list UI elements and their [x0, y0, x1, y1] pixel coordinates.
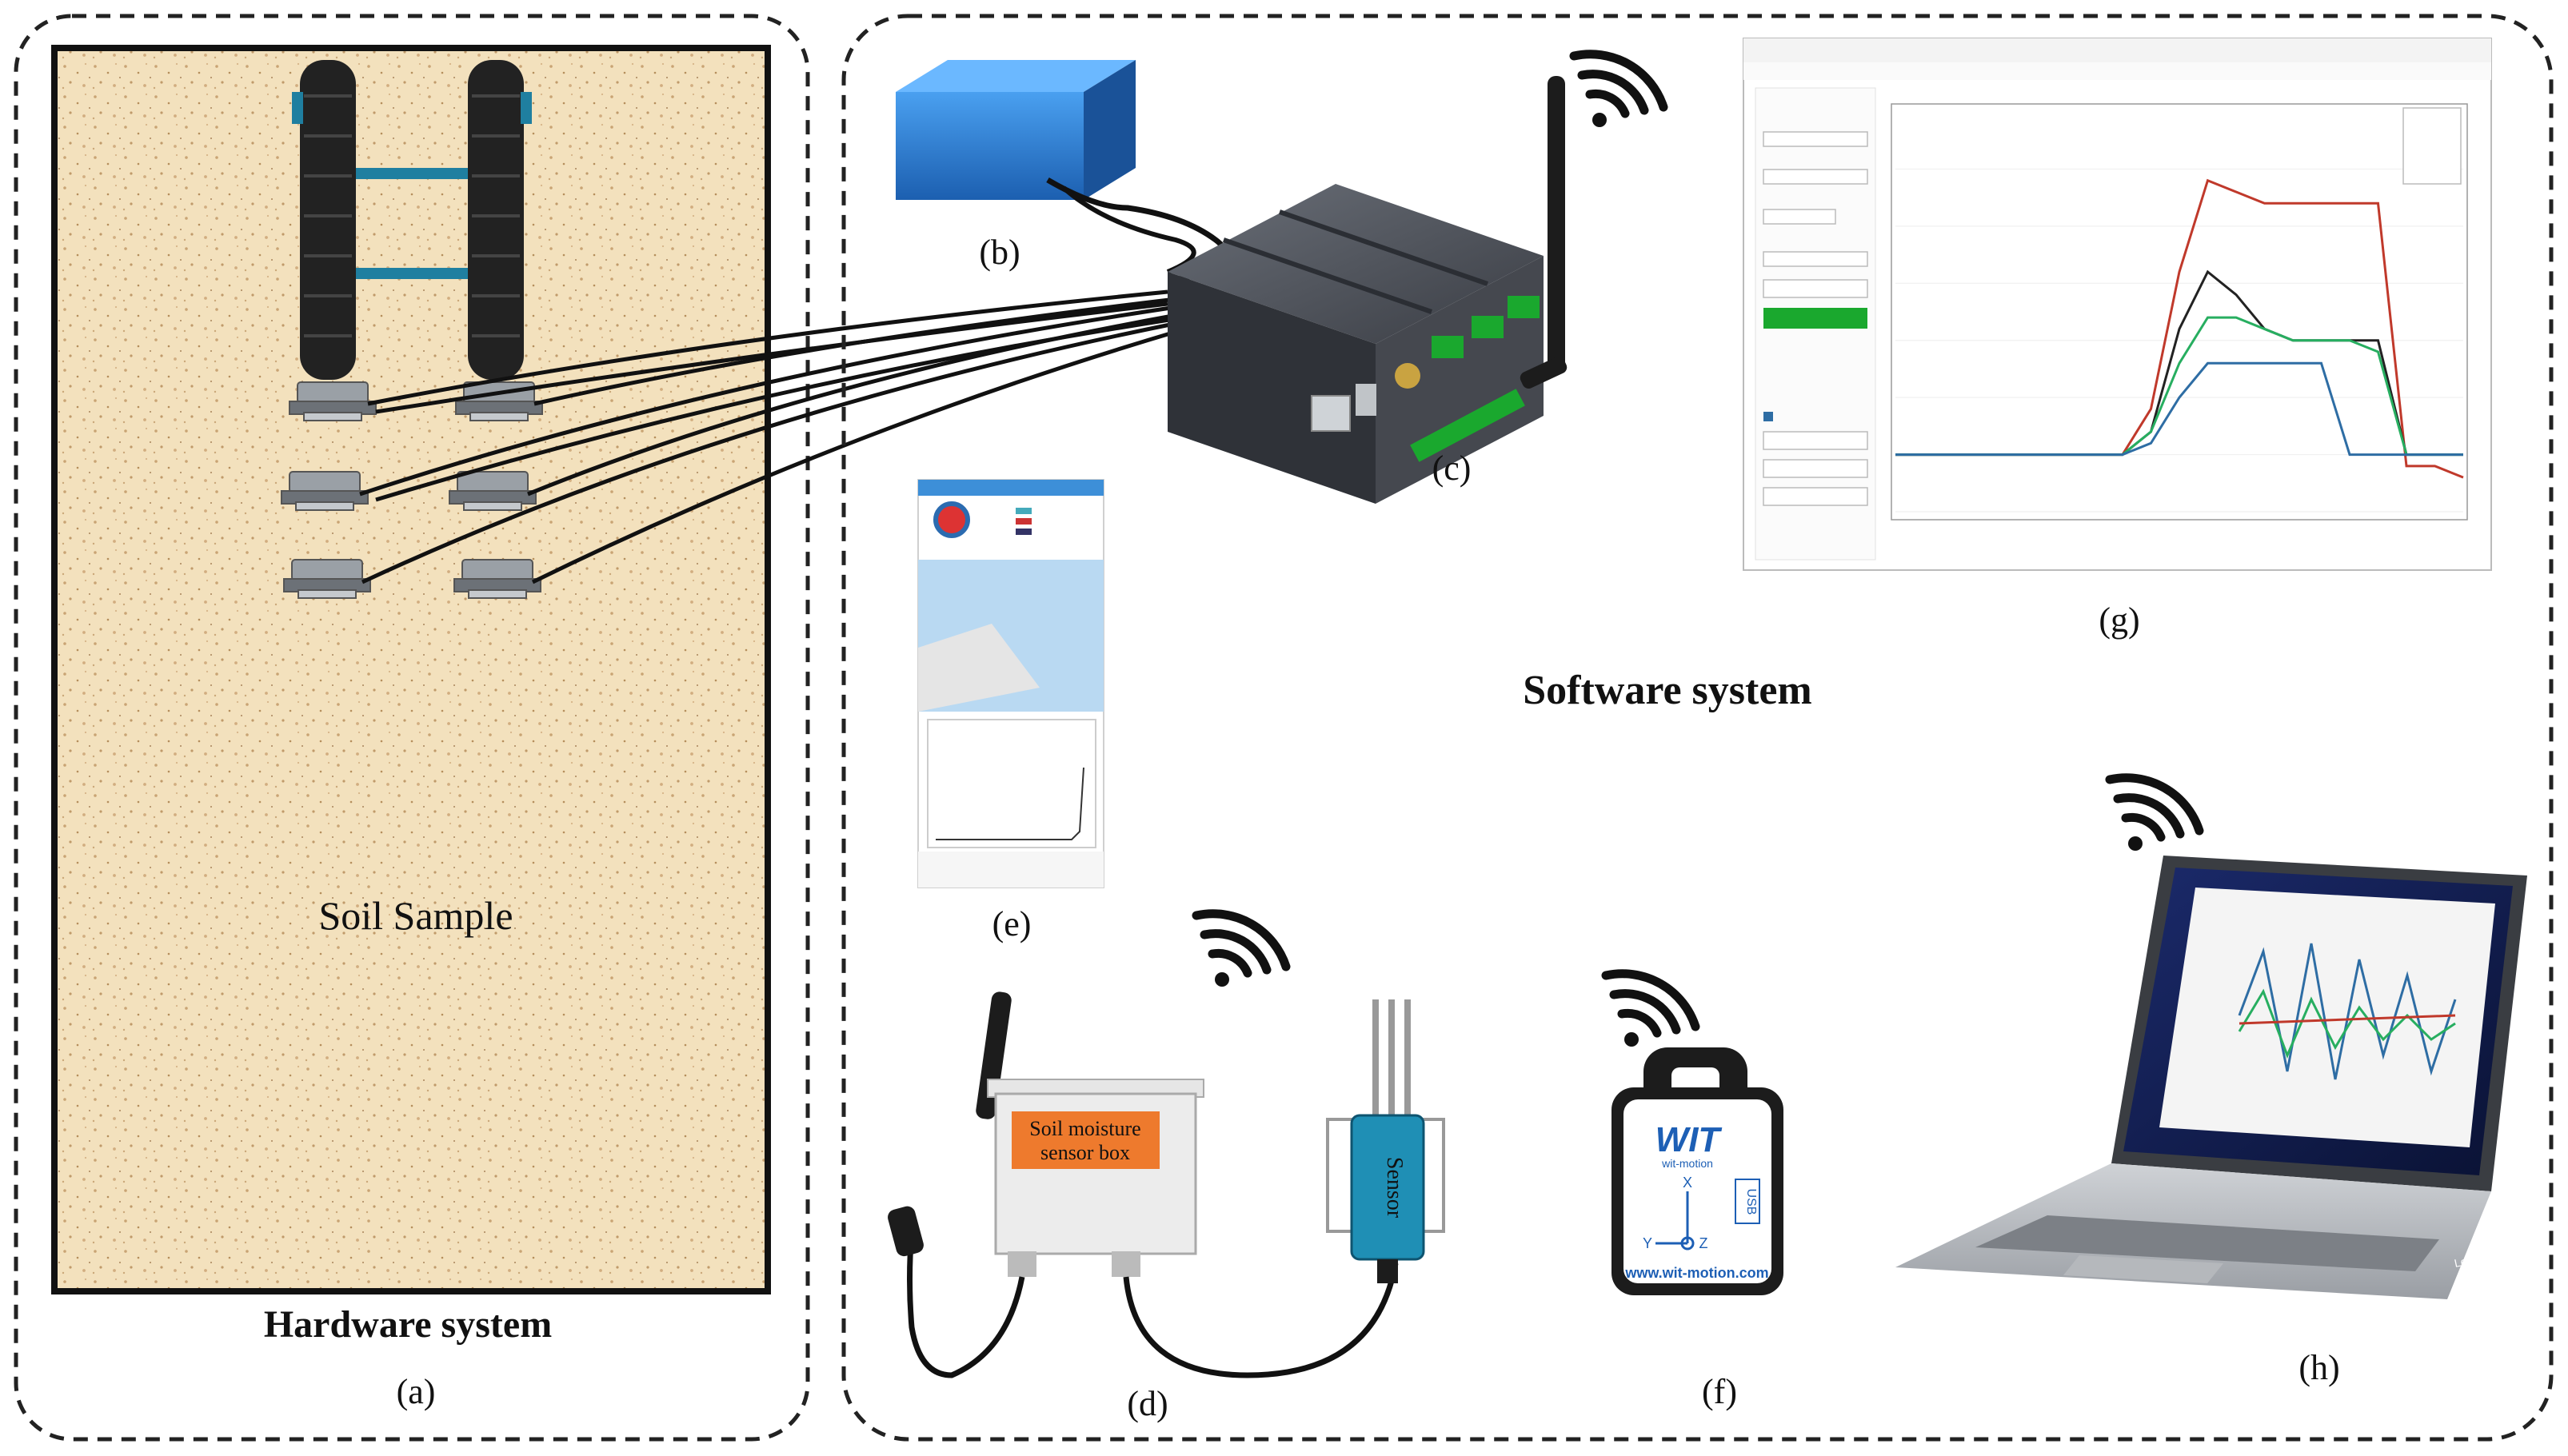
software-system-title: Software system [1523, 668, 1812, 713]
sensor-cables [359, 289, 1176, 584]
hardware-system-title: Hardware system [264, 1303, 552, 1346]
load-cell-sensors [281, 381, 543, 599]
soil-sample-box [51, 45, 771, 1294]
hardware-panel: Soil Sample Hardware system (a) [14, 14, 810, 1442]
wifi-icon [1569, 50, 1668, 127]
caption-b: (b) [979, 233, 1020, 272]
wifi-icon [1192, 909, 1291, 987]
software-panel: Software system [841, 14, 2554, 1442]
wifi-icon [2105, 773, 2204, 851]
desktop-app-window: (g) [1743, 38, 2492, 640]
caption-f: (f) [1702, 1372, 1737, 1411]
imu-axis-y: Y [1643, 1235, 1652, 1251]
chart-series-line-4 [1895, 361, 2463, 457]
wifi-icon [1601, 969, 1700, 1047]
soil-moisture-sensor: Soil moisture sensor box Sensor (d) [888, 991, 1445, 1423]
imu-axis-z: Z [1699, 1235, 1708, 1251]
caption-a: (a) [397, 1372, 436, 1411]
caption-e: (e) [992, 904, 1032, 943]
hardware-panel-border [14, 14, 810, 1442]
data-gateway: (c) [1168, 76, 1568, 504]
imu-sensor: WIT wit-motion X Y Z USB www.wit-motion.… [1611, 1047, 1783, 1411]
soil-box-label-line2: sensor box [1040, 1141, 1130, 1164]
imu-brand-sub: wit-motion [1661, 1157, 1713, 1170]
probe-label: Sensor [1382, 1157, 1407, 1219]
imu-axis-x: X [1683, 1175, 1692, 1191]
soil-sample-label: Soil Sample [318, 893, 513, 938]
soil-box-label-line1: Soil moisture [1029, 1117, 1140, 1140]
soil-box-label [1012, 1111, 1160, 1169]
caption-d: (d) [1127, 1384, 1168, 1423]
caption-h: (h) [2298, 1348, 2339, 1387]
imu-usb: USB [1744, 1189, 1758, 1215]
caption-c: (c) [1432, 449, 1472, 488]
software-panel-border [841, 14, 2554, 1442]
battery-pack: (b) [896, 60, 1228, 283]
phone-app-screenshot: (e) [917, 479, 1104, 943]
laptop: Lenovo (h) [1895, 856, 2527, 1387]
vehicle-wheels [292, 60, 532, 380]
caption-g: (g) [2099, 600, 2139, 640]
imu-brand: WIT [1655, 1120, 1723, 1159]
imu-url: www.wit-motion.com [1624, 1265, 1768, 1281]
